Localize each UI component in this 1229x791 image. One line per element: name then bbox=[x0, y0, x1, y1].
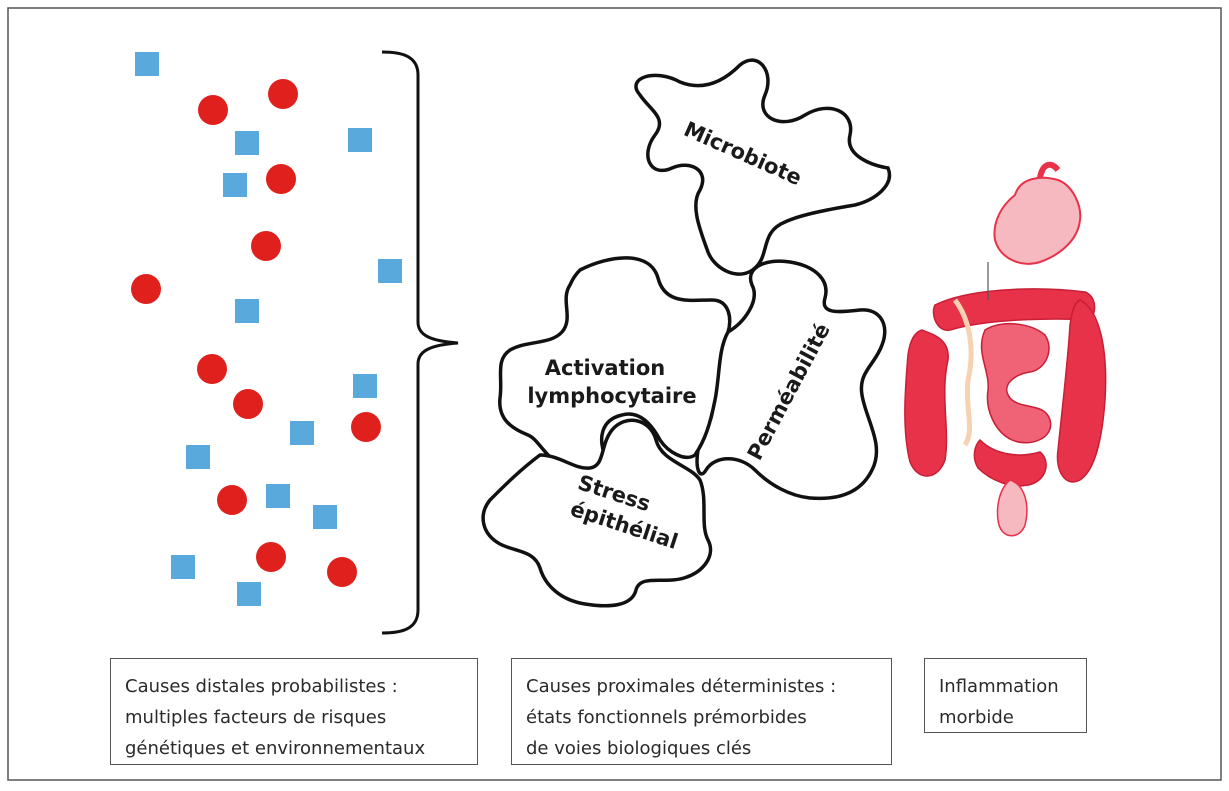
caption-inflammation: Inflammation morbide bbox=[924, 658, 1087, 733]
genetic-factor-square bbox=[266, 484, 290, 508]
label-activation-line2: lymphocytaire bbox=[527, 384, 696, 408]
environmental-factor-circle bbox=[256, 542, 286, 572]
outer-border bbox=[7, 7, 1222, 781]
genetic-factor-square bbox=[353, 374, 377, 398]
puzzle-piece-stress bbox=[481, 418, 713, 608]
genetic-factor-square bbox=[235, 299, 259, 323]
caption-distal-line-2: multiples facteurs de risques bbox=[125, 707, 387, 728]
caption-proximal-line-2: états fonctionnels prémorbides bbox=[526, 707, 807, 728]
environmental-factor-circle bbox=[351, 412, 381, 442]
environmental-factor-circle bbox=[327, 557, 357, 587]
grouping-bracket bbox=[381, 50, 459, 635]
caption-distal-causes: Causes distales probabilistes : multiple… bbox=[110, 658, 478, 765]
genetic-factor-square bbox=[186, 445, 210, 469]
label-activation-line1: Activation bbox=[545, 356, 665, 380]
caption-inflammation-line-1: Inflammation bbox=[939, 676, 1059, 697]
environmental-factor-circle bbox=[131, 274, 161, 304]
genetic-factor-square bbox=[378, 259, 402, 283]
genetic-factor-square bbox=[171, 555, 195, 579]
puzzle-piece-activation bbox=[498, 256, 732, 476]
caption-proximal-line-3: de voies biologiques clés bbox=[526, 738, 752, 759]
genetic-factor-square bbox=[135, 52, 159, 76]
environmental-factor-circle bbox=[268, 79, 298, 109]
puzzle-piece-microbiote bbox=[634, 58, 892, 276]
risk-factor-markers bbox=[131, 52, 402, 606]
inflamed-intestine-illustration bbox=[904, 161, 1107, 537]
environmental-factor-circle bbox=[266, 164, 296, 194]
caption-proximal-causes: Causes proximales déterministes : états … bbox=[511, 658, 892, 765]
environmental-factor-circle bbox=[197, 354, 227, 384]
genetic-factor-square bbox=[290, 421, 314, 445]
genetic-factor-square bbox=[348, 128, 372, 152]
genetic-factor-square bbox=[235, 131, 259, 155]
genetic-factor-square bbox=[313, 505, 337, 529]
environmental-factor-circle bbox=[217, 485, 247, 515]
environmental-factor-circle bbox=[198, 95, 228, 125]
environmental-factor-circle bbox=[251, 231, 281, 261]
environmental-factor-circle bbox=[233, 389, 263, 419]
caption-proximal-line-1: Causes proximales déterministes : bbox=[526, 676, 837, 697]
genetic-factor-square bbox=[223, 173, 247, 197]
caption-distal-line-3: génétiques et environnementaux bbox=[125, 738, 426, 759]
caption-inflammation-line-2: morbide bbox=[939, 707, 1014, 728]
genetic-factor-square bbox=[237, 582, 261, 606]
caption-distal-line-1: Causes distales probabilistes : bbox=[125, 676, 398, 697]
